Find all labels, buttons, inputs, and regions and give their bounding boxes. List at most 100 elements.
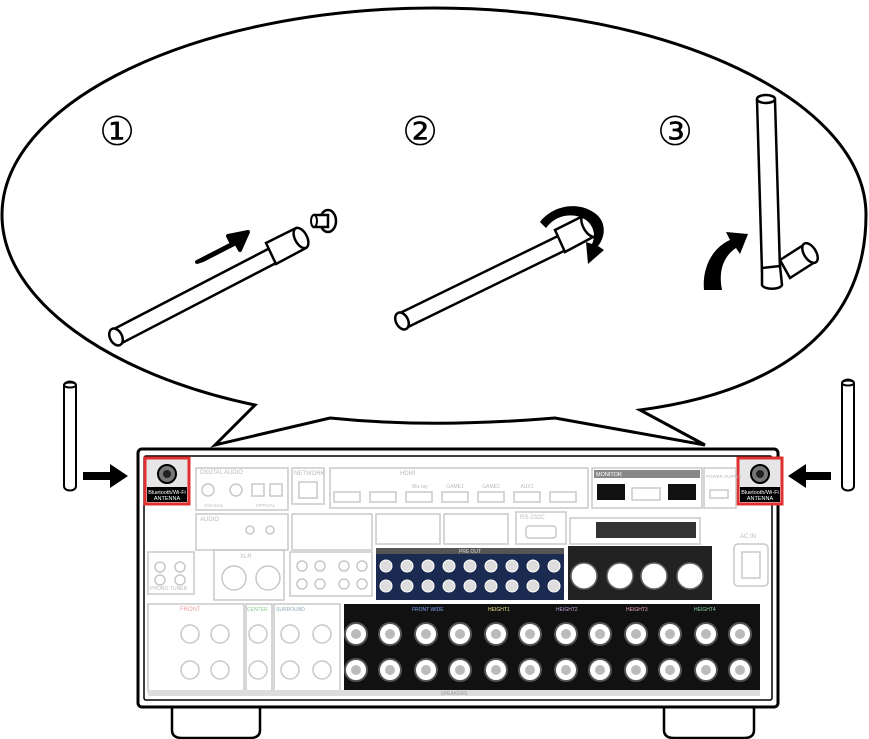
speaker-terminal-knob <box>421 665 431 675</box>
svg-text:HEIGHT2: HEIGHT2 <box>556 607 578 613</box>
pre-out-jack <box>547 559 561 573</box>
speaker-terminal-knob <box>455 629 465 639</box>
step-1-connector <box>310 208 338 234</box>
speaker-terminal-knob <box>421 629 431 639</box>
speaker-terminal-knob <box>665 629 675 639</box>
svg-text:CENTER: CENTER <box>247 607 268 613</box>
svg-text:XLR: XLR <box>240 554 252 560</box>
svg-text:HEIGHT1: HEIGHT1 <box>488 607 510 613</box>
speaker-terminal-knob <box>701 665 711 675</box>
speaker-terminal-knob <box>455 665 465 675</box>
rotate-arrow-icon <box>540 206 604 264</box>
pre-out-jack <box>526 559 540 573</box>
svg-text:DIGITAL AUDIO: DIGITAL AUDIO <box>200 470 243 476</box>
left-arrow-icon <box>83 464 128 488</box>
pre-out-jack <box>463 579 477 593</box>
speaker-terminal-knob <box>385 665 395 675</box>
xlr-pre-out-section <box>568 546 712 600</box>
speaker-terminal-knob <box>665 665 675 675</box>
speaker-terminal-knob <box>735 665 745 675</box>
svg-text:SURROUND: SURROUND <box>276 607 305 613</box>
svg-text:Bluetooth/Wi-Fi: Bluetooth/Wi-Fi <box>148 490 186 496</box>
step-1-number: ① <box>99 109 135 155</box>
ac-inlet: AC IN <box>733 534 769 587</box>
network-section: NETWORK <box>291 467 325 505</box>
svg-text:POWER SUPPLY: POWER SUPPLY <box>706 474 742 479</box>
svg-text:ANTENNA: ANTENNA <box>747 496 774 502</box>
pre-out-jack <box>400 579 414 593</box>
speaker-terminal-knob <box>525 629 535 639</box>
right-antenna-port: Bluetooth/Wi-Fi ANTENNA <box>736 456 784 506</box>
svg-text:OPTICAL: OPTICAL <box>256 503 276 508</box>
speaker-terminal-knob <box>595 629 605 639</box>
left-antenna-port: Bluetooth/Wi-Fi ANTENNA <box>143 456 191 506</box>
svg-text:AUDIO: AUDIO <box>200 517 219 523</box>
svg-text:AC IN: AC IN <box>740 534 756 540</box>
svg-text:MONITOR: MONITOR <box>596 472 622 478</box>
svg-text:FRONT WIDE: FRONT WIDE <box>412 607 444 613</box>
pre-out-jack <box>421 579 435 593</box>
svg-text:NETWORK: NETWORK <box>294 471 325 477</box>
svg-text:GAME2: GAME2 <box>482 484 500 490</box>
svg-text:COAXIAL: COAXIAL <box>204 503 224 508</box>
digital-audio-section: DIGITAL AUDIO COAXIAL OPTICAL <box>195 467 289 511</box>
speaker-terminal-knob <box>491 629 501 639</box>
speaker-terminal-knob <box>561 665 571 675</box>
svg-text:AUX1: AUX1 <box>520 484 533 490</box>
receiver-rear-panel: Bluetooth/Wi-Fi ANTENNA Bluetooth/Wi-Fi … <box>136 447 784 739</box>
pre-out-jack <box>442 559 456 573</box>
pre-out-jack <box>442 579 456 593</box>
pre-out-jack <box>526 579 540 593</box>
svg-text:FRONT: FRONT <box>180 607 201 613</box>
pre-out-jack <box>379 579 393 593</box>
pre-out-jack <box>484 559 498 573</box>
svg-text:PRE OUT: PRE OUT <box>459 549 481 555</box>
svg-text:HEIGHT4: HEIGHT4 <box>694 607 716 613</box>
pre-out-jack <box>463 559 477 573</box>
pre-out-jack <box>421 559 435 573</box>
svg-text:HDMI: HDMI <box>400 471 416 477</box>
pre-out-section: PRE OUT <box>376 548 564 600</box>
speaker-terminal-knob <box>351 629 361 639</box>
speaker-terminals-dark: FRONT WIDE HEIGHT1 HEIGHT2 HEIGHT3 HEIGH… <box>344 604 760 690</box>
step-3-number: ③ <box>657 109 693 155</box>
svg-text:TUNER: TUNER <box>170 586 188 592</box>
speaker-terminal-knob <box>701 629 711 639</box>
right-side-antenna <box>841 378 855 492</box>
speaker-terminal-knob <box>385 629 395 639</box>
svg-text:Blu-ray: Blu-ray <box>412 484 428 490</box>
analog-inputs-section: PHONO TUNER XLR <box>147 549 373 601</box>
pre-out-jack <box>484 579 498 593</box>
push-arrow-icon <box>195 230 250 264</box>
speaker-terminal-knob <box>491 665 501 675</box>
hdmi-section: HDMI Blu-ray GAME1 GAME2 AUX1 <box>329 467 589 509</box>
speaker-terminal-knob <box>735 629 745 639</box>
speaker-terminal-knob <box>631 665 641 675</box>
svg-text:ANTENNA: ANTENNA <box>154 496 181 502</box>
power-supply-section: POWER SUPPLY <box>703 467 742 509</box>
pre-out-jack <box>505 559 519 573</box>
monitor-out-section: MONITOR <box>591 467 703 509</box>
svg-text:PHONO: PHONO <box>150 586 168 592</box>
raise-arrow-icon <box>703 232 748 290</box>
svg-text:HEIGHT3: HEIGHT3 <box>626 607 648 613</box>
speaker-terminal-knob <box>595 665 605 675</box>
speaker-terminal-knob <box>351 665 361 675</box>
pre-out-jack <box>505 579 519 593</box>
right-arrow-icon <box>788 464 831 488</box>
callout-bubble <box>0 6 868 448</box>
svg-text:Bluetooth/Wi-Fi: Bluetooth/Wi-Fi <box>741 490 779 496</box>
svg-text:GAME1: GAME1 <box>446 484 464 490</box>
left-side-antenna <box>63 380 77 492</box>
step-2-number: ② <box>402 109 438 155</box>
svg-text:RS-232C: RS-232C <box>520 515 545 521</box>
speaker-terminal-knob <box>525 665 535 675</box>
pre-out-jack <box>547 579 561 593</box>
svg-text:SPEAKERS: SPEAKERS <box>441 691 469 697</box>
pre-out-jack <box>379 559 393 573</box>
step-1-antenna <box>107 226 310 347</box>
pre-out-jack <box>400 559 414 573</box>
step-3-antenna <box>755 93 819 290</box>
trigger-section <box>569 517 701 545</box>
